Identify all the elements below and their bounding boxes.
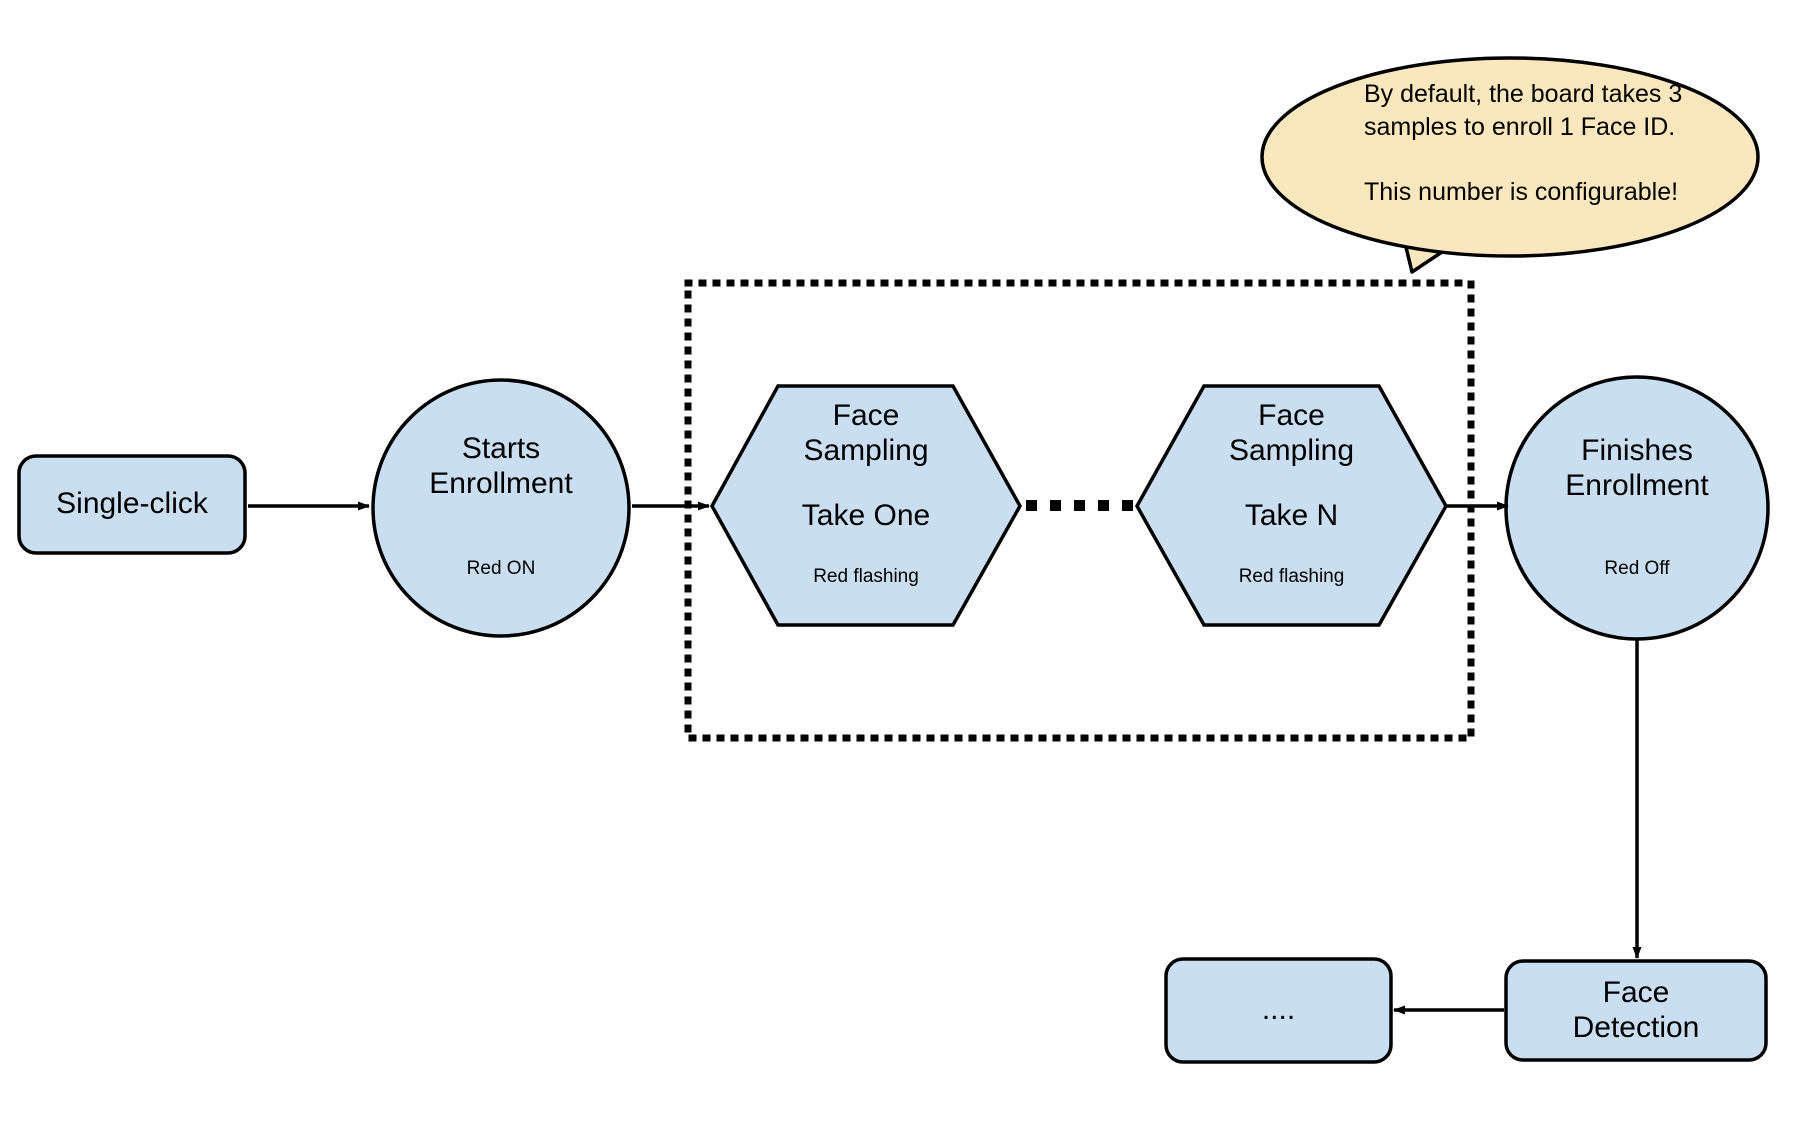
node-finishes-enrollment-shape[interactable] bbox=[1504, 375, 1770, 641]
node-face-sampling-n-shape[interactable] bbox=[1134, 384, 1449, 627]
node-starts-enrollment-shape[interactable] bbox=[371, 378, 631, 638]
node-single-click-shape[interactable] bbox=[17, 454, 247, 555]
sampling-loop-group-border bbox=[684, 279, 1475, 742]
node-face-sampling-one-shape[interactable] bbox=[710, 384, 1023, 627]
sampling-ellipsis-icon bbox=[1026, 500, 1133, 511]
callout-bubble-shape bbox=[1260, 56, 1760, 258]
node-face-detection-shape[interactable] bbox=[1504, 959, 1768, 1062]
node-continuation-shape[interactable] bbox=[1164, 957, 1393, 1064]
